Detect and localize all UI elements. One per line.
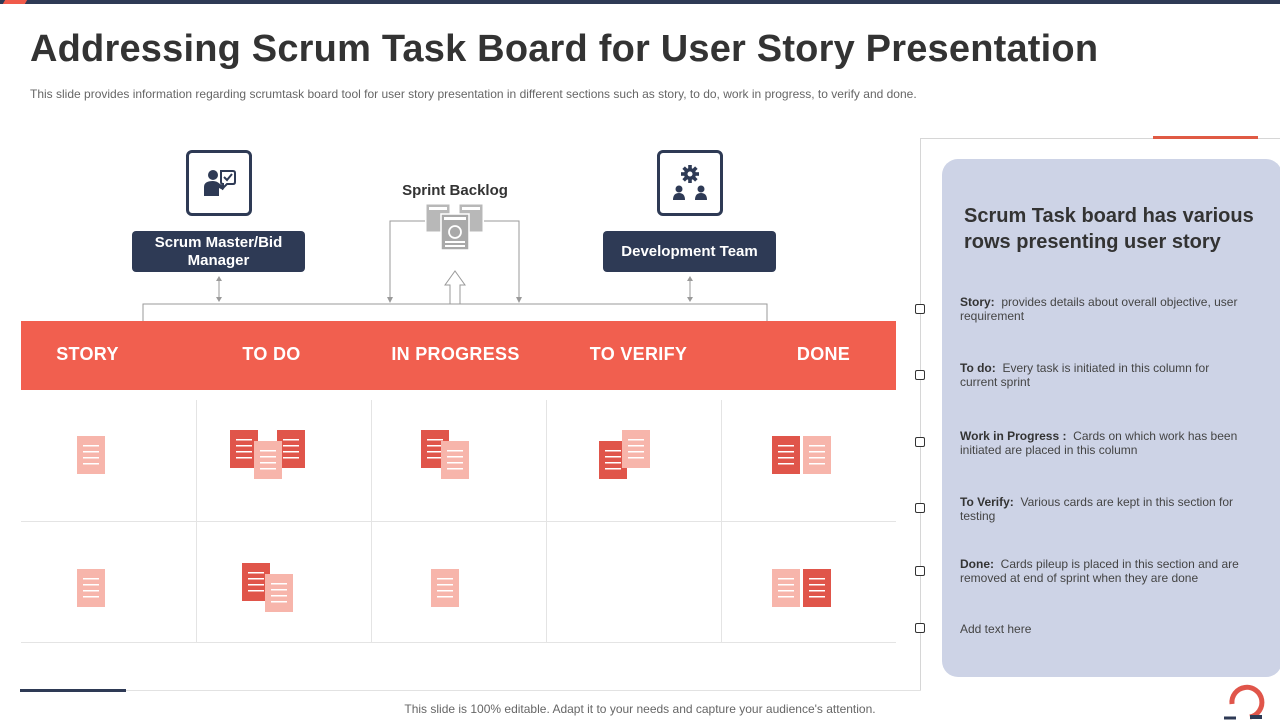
info-panel-heading: Scrum Task board has various rows presen… [964, 205, 1254, 253]
navy-accent-bar [20, 689, 126, 692]
slide-subtitle: This slide provides information regardin… [30, 87, 917, 101]
board-header-band [21, 321, 896, 390]
sprint-backlog-icon [425, 203, 484, 251]
bullet-checkbox-icon [915, 566, 925, 576]
info-item-term: To do: [960, 361, 996, 375]
info-item-add-text: Add text here [960, 622, 1240, 636]
connector-lines [142, 220, 768, 321]
dev-team-label: Development Team [603, 231, 776, 272]
red-accent-bar [1153, 136, 1258, 139]
info-item-term: Story: [960, 295, 995, 309]
scrum-master-label: Scrum Master/Bid Manager [132, 231, 305, 272]
manager-icon [204, 170, 236, 196]
grid-divider [21, 521, 896, 522]
info-item-story: Story: provides details about overall ob… [960, 295, 1240, 323]
column-header-done: DONE [796, 344, 851, 364]
bullet-checkbox-icon [915, 503, 925, 513]
info-item-to-verify: To Verify: Various cards are kept in thi… [960, 495, 1240, 523]
info-item-term: To Verify: [960, 495, 1014, 509]
info-item-text: Add text here [960, 622, 1032, 636]
task-card-icon [772, 569, 800, 607]
task-card-icon [230, 430, 258, 468]
info-item-text: provides details about overall objective… [960, 295, 1238, 323]
info-item-term: Done: [960, 557, 994, 571]
bullet-checkbox-icon [915, 370, 925, 380]
task-card-icon [77, 569, 105, 607]
info-item-in-progress: Work in Progress : Cards on which work h… [960, 429, 1240, 457]
info-item-text: Cards pileup is placed in this section a… [960, 557, 1239, 585]
brand-logo-icon [1224, 684, 1265, 720]
column-header-todo: TO DO [242, 344, 301, 364]
task-card-icon [803, 569, 831, 607]
scrum-master-icon-box [186, 150, 252, 216]
info-item-text: Cards on which work has been initiated a… [960, 429, 1238, 457]
task-card-icon [441, 441, 469, 479]
bullet-checkbox-icon [915, 304, 925, 314]
column-header-to-verify: TO VERIFY [589, 344, 688, 364]
info-item-todo: To do: Every task is initiated in this c… [960, 361, 1240, 389]
top-bar [0, 0, 1280, 4]
slide-title: Addressing Scrum Task Board for User Sto… [30, 28, 1099, 70]
task-card-icon [431, 569, 459, 607]
info-item-done: Done: Cards pileup is placed in this sec… [960, 557, 1240, 585]
task-card-icon [803, 436, 831, 474]
footer-note: This slide is 100% editable. Adapt it to… [404, 702, 876, 716]
grid-divider [21, 642, 896, 643]
frame-bottom-line [20, 690, 921, 691]
info-item-text: Various cards are kept in this section f… [960, 495, 1234, 523]
task-card-icon [772, 436, 800, 474]
task-card-icon [77, 436, 105, 474]
dev-team-icon-box [657, 150, 723, 216]
column-header-in-progress: IN PROGRESS [391, 344, 520, 364]
column-header-story: STORY [56, 344, 119, 364]
frame-top-line [920, 138, 1280, 139]
sprint-backlog-label: Sprint Backlog [402, 182, 508, 199]
info-panel [942, 159, 1280, 677]
team-gear-icon [673, 165, 707, 200]
task-card-icon [622, 430, 650, 468]
bullet-checkbox-icon [915, 623, 925, 633]
bullet-checkbox-icon [915, 437, 925, 447]
task-card-icon [254, 441, 282, 479]
info-item-text: Every task is initiated in this column f… [960, 361, 1210, 389]
task-card-icon [265, 574, 293, 612]
frame-left-line [920, 138, 921, 690]
info-item-term: Work in Progress : [960, 429, 1067, 443]
